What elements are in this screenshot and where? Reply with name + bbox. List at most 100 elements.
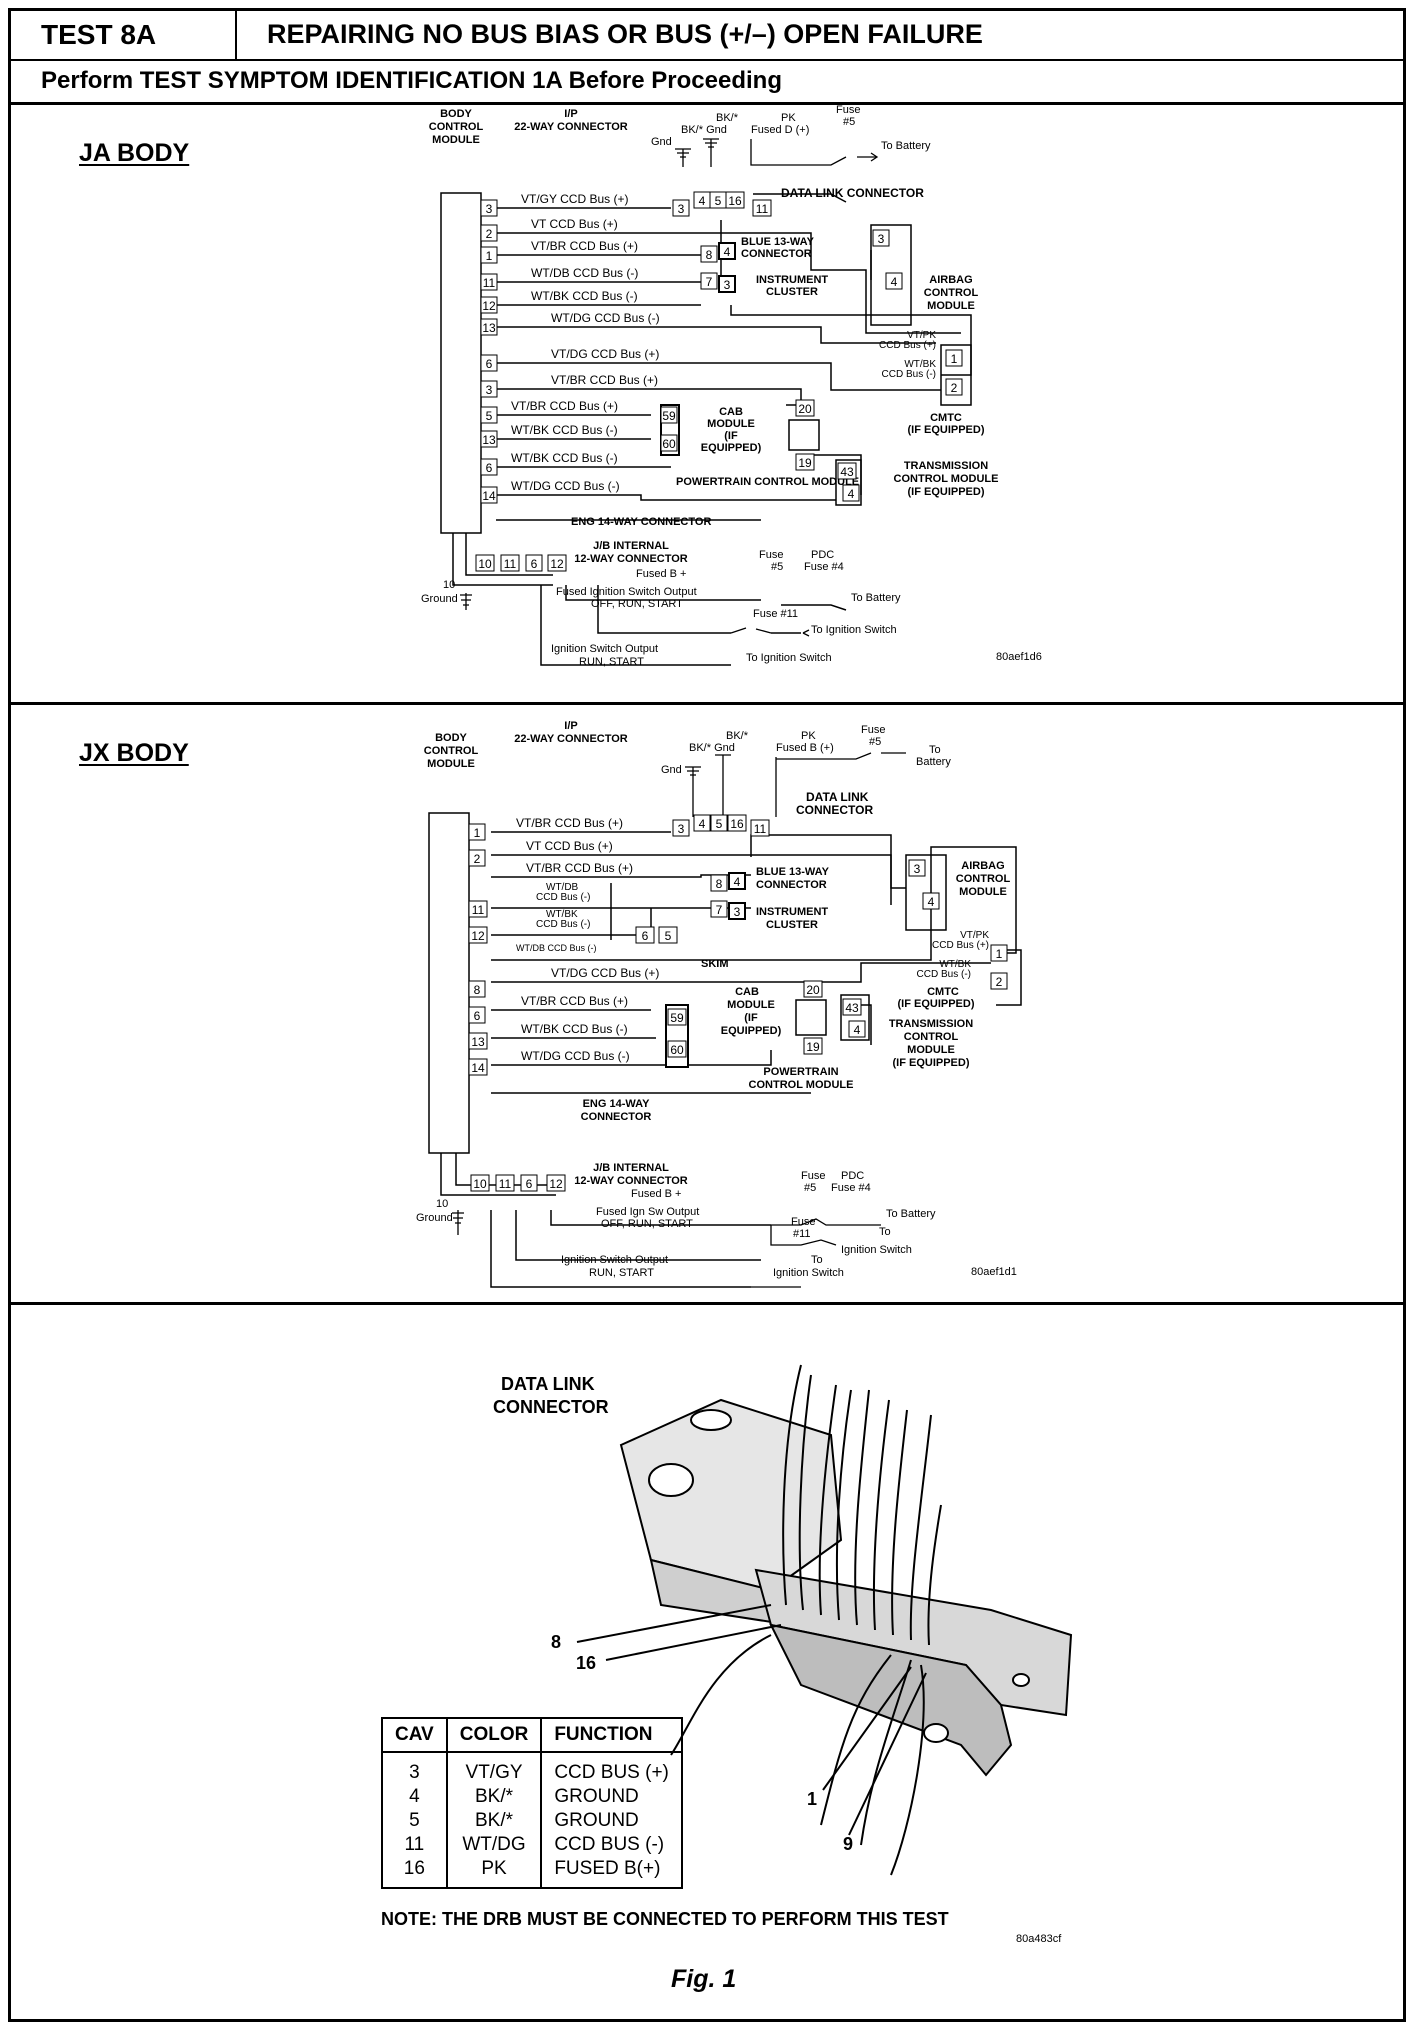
ja-cab-label: CAB xyxy=(719,406,743,418)
jx-tcm-pin: 43 xyxy=(842,998,862,1016)
jx-skim-pin: 5 xyxy=(658,926,678,944)
jx-airbag-label: CONTROL xyxy=(956,873,1011,885)
ja-airbag-pin: 4 xyxy=(885,272,903,290)
jx-ground: Ground xyxy=(416,1212,453,1224)
jx-to-ignition-2: To xyxy=(811,1254,823,1266)
ja-blue-pin: 3 xyxy=(718,275,736,293)
svg-text:4: 4 xyxy=(928,895,935,909)
dlc-title: DATA LINK xyxy=(501,1374,595,1394)
ja-cmtc-label: (IF EQUIPPED) xyxy=(907,424,984,436)
jx-bk-label: BK/* Gnd xyxy=(689,742,735,754)
svg-text:16: 16 xyxy=(728,194,742,208)
jx-ign-sw-out: OFF, RUN, START xyxy=(601,1218,693,1230)
table-cell: GROUND xyxy=(540,1785,683,1809)
ja-bcm-label: MODULE xyxy=(432,134,480,146)
svg-text:3: 3 xyxy=(878,232,885,246)
ja-bcm-pin: 6 xyxy=(480,354,498,372)
svg-text:3: 3 xyxy=(678,822,685,836)
ja-dlc-label: DATA LINK CONNECTOR xyxy=(781,186,924,200)
ja-blue-pin: 8 xyxy=(700,245,718,263)
ja-bk-label: BK/* Gnd xyxy=(681,124,727,136)
svg-text:1: 1 xyxy=(996,947,1003,961)
jx-cmtc-pin: 2 xyxy=(990,972,1008,990)
jx-ip-label: 22-WAY CONNECTOR xyxy=(514,733,628,745)
jx-wire-label: WT/BK xyxy=(546,909,578,920)
svg-text:11: 11 xyxy=(499,1177,512,1191)
svg-text:1: 1 xyxy=(474,826,481,840)
dlc-title: CONNECTOR xyxy=(493,1397,609,1417)
ja-tcm-label: TRANSMISSION xyxy=(904,460,988,472)
jx-cab-pin: 59 xyxy=(667,1008,687,1026)
jx-eng-connector-label: ENG 14-WAY xyxy=(583,1098,651,1110)
ja-cab-pin: 60 xyxy=(660,434,678,452)
svg-text:19: 19 xyxy=(806,1040,820,1054)
table-row: 4 BK/* GROUND xyxy=(381,1785,683,1809)
table-header: FUNCTION xyxy=(540,1717,683,1753)
svg-text:3: 3 xyxy=(724,278,731,292)
ja-cmtc-wire: CCD Bus (+) xyxy=(879,340,936,351)
svg-text:59: 59 xyxy=(670,1011,684,1025)
svg-text:5: 5 xyxy=(486,409,493,423)
ja-ground: 10 xyxy=(443,579,455,591)
ja-fuse5-label: Fuse xyxy=(836,105,860,116)
jx-pcm-label: CONTROL MODULE xyxy=(749,1079,854,1091)
ja-cmtc-box xyxy=(940,344,972,406)
table-header: CAV xyxy=(381,1717,448,1753)
jx-jb-pin: 6 xyxy=(520,1174,538,1192)
jx-tcm-label: MODULE xyxy=(907,1044,955,1056)
ja-fuse11: Fuse #11 xyxy=(753,608,798,620)
ja-ign-out: RUN, START xyxy=(579,656,644,668)
svg-text:3: 3 xyxy=(486,383,493,397)
table-cell: WT/DG xyxy=(445,1833,543,1857)
ja-bcm-pin: 5 xyxy=(480,406,498,424)
ja-cmtc-pin: 2 xyxy=(945,378,963,396)
jx-ign-out: Ignition Switch Output xyxy=(561,1254,668,1266)
jx-tcm-label: (IF EQUIPPED) xyxy=(892,1057,969,1069)
jx-cab-label: EQUIPPED) xyxy=(721,1025,782,1037)
jx-wire-label: CCD Bus (-) xyxy=(536,919,590,930)
jx-wire-label: VT CCD Bus (+) xyxy=(526,839,613,853)
callout-9: 9 xyxy=(843,1834,853,1854)
table-cell: 5 xyxy=(381,1809,448,1833)
page-frame: TEST 8A REPAIRING NO BUS BIAS OR BUS (+/… xyxy=(8,8,1406,2022)
ja-fuse-pdc: Fuse #4 xyxy=(804,561,844,573)
svg-text:14: 14 xyxy=(482,489,496,503)
svg-text:6: 6 xyxy=(531,557,538,571)
jx-cab-label: (IF xyxy=(744,1012,758,1024)
callout-1: 1 xyxy=(807,1789,817,1809)
test-id: TEST 8A xyxy=(11,11,237,59)
ja-cab-label: MODULE xyxy=(707,418,755,430)
svg-text:6: 6 xyxy=(474,1009,481,1023)
jx-cluster-label: INSTRUMENT xyxy=(756,906,828,918)
svg-text:10: 10 xyxy=(473,1177,487,1191)
header-bar: TEST 8A REPAIRING NO BUS BIAS OR BUS (+/… xyxy=(11,11,1403,61)
jx-fuse5-label: #5 xyxy=(869,736,881,748)
ja-tcm-box xyxy=(835,459,862,506)
dlc-illustration: DATA LINK CONNECTOR 8 16 1 9 xyxy=(493,1364,1073,1876)
svg-text:6: 6 xyxy=(642,929,649,943)
callout-16: 16 xyxy=(576,1653,596,1673)
svg-text:43: 43 xyxy=(845,1001,859,1015)
svg-text:4: 4 xyxy=(854,1023,861,1037)
jx-wire-label: WT/DB CCD Bus (-) xyxy=(516,943,597,953)
svg-text:2: 2 xyxy=(951,381,958,395)
jx-airbag-label: AIRBAG xyxy=(961,860,1004,872)
ja-bk-label: BK/* xyxy=(716,112,739,124)
jx-bcm-label: MODULE xyxy=(427,758,475,770)
jx-jb-label: 12-WAY CONNECTOR xyxy=(574,1175,688,1187)
svg-text:11: 11 xyxy=(483,276,496,290)
table-cell: 16 xyxy=(381,1857,448,1888)
jx-dlc-label: CONNECTOR xyxy=(796,803,873,817)
ja-cluster-label: CLUSTER xyxy=(766,286,818,298)
jx-fuse-pdc: PDC xyxy=(841,1170,864,1182)
jx-skim-pin: 6 xyxy=(635,926,655,944)
svg-text:10: 10 xyxy=(478,557,492,571)
jx-tcm-label: CONTROL xyxy=(904,1031,959,1043)
svg-text:12: 12 xyxy=(550,557,564,571)
ja-wire-label: WT/BK CCD Bus (-) xyxy=(531,289,638,303)
jx-jb-pin: 10 xyxy=(470,1174,490,1192)
jx-blue-connector-label: CONNECTOR xyxy=(756,879,827,891)
jx-to-battery: Battery xyxy=(916,756,951,768)
ja-bcm-pin: 13 xyxy=(480,430,498,448)
ja-cmtc-wire: VT/PK xyxy=(907,330,936,341)
